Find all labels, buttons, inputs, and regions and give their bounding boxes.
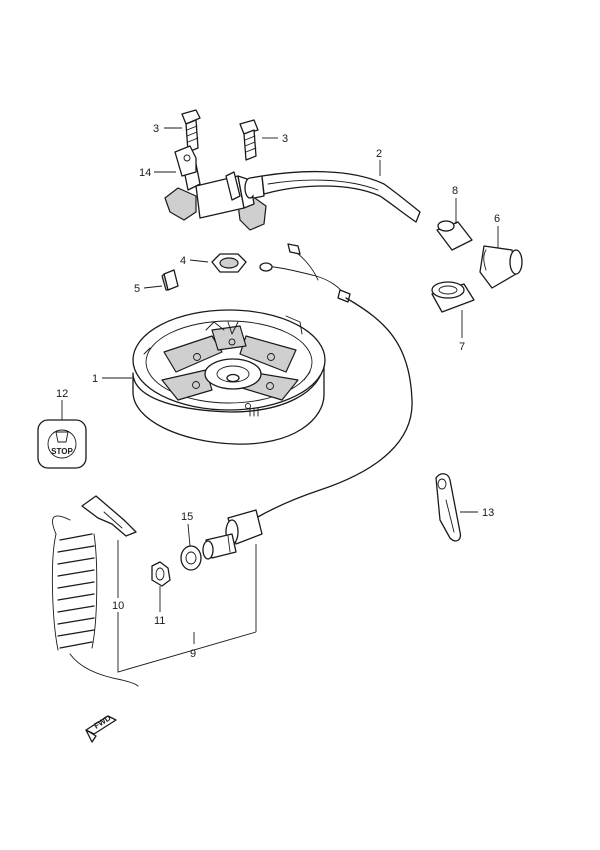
callout-13: 13 (482, 507, 494, 519)
rubber-cap (431, 281, 475, 313)
callout-11: 11 (154, 615, 165, 627)
callout-10: 10 (112, 600, 124, 612)
flywheel-nut (211, 253, 247, 273)
callout-3-left: 3 (153, 123, 159, 135)
stop-switch-assembly (202, 509, 263, 560)
callout-5: 5 (134, 283, 140, 295)
leader-lines (61, 127, 499, 673)
callout-15: 15 (181, 511, 193, 523)
stator-lead-wire (255, 243, 413, 519)
stop-label: STOP (51, 447, 73, 456)
callout-1: 1 (92, 373, 98, 385)
callout-2: 2 (376, 148, 382, 160)
ground-terminal (174, 145, 197, 177)
callout-3-right: 3 (282, 133, 288, 145)
callout-labels: 3 3 14 2 8 6 7 4 5 1 12 13 15 10 11 9 (56, 123, 500, 660)
lanyard-clip (435, 473, 462, 542)
callout-6: 6 (494, 213, 500, 225)
switch-nut (151, 561, 171, 587)
spark-plug-cap (436, 220, 473, 251)
ignition-coil (164, 163, 421, 231)
bolt-left (181, 109, 201, 153)
fwd-arrow-icon: FWD (85, 713, 117, 743)
stop-switch-plate: STOP (37, 419, 87, 469)
callout-12: 12 (56, 388, 68, 400)
callout-9: 9 (190, 648, 196, 660)
spark-plug-boot (479, 245, 523, 289)
flywheel-magneto (132, 309, 326, 445)
washer (180, 545, 202, 571)
callout-14: 14 (139, 167, 151, 179)
woodruff-key (161, 269, 179, 291)
bolt-right (239, 119, 259, 161)
callout-7: 7 (459, 341, 465, 353)
callout-8: 8 (452, 185, 458, 197)
callout-4: 4 (180, 255, 186, 267)
emergency-lanyard (51, 495, 139, 687)
